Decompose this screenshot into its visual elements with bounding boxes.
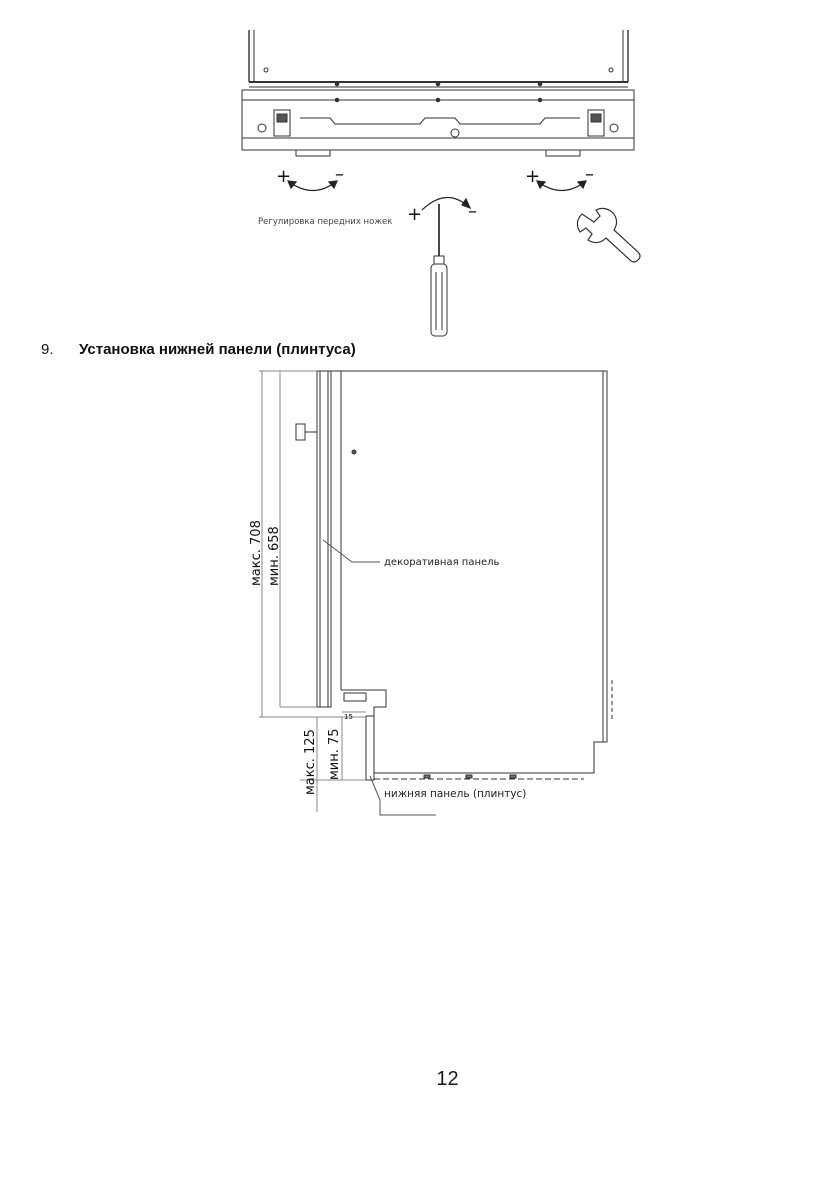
screwdriver-icon — [430, 204, 448, 337]
wrench-icon — [576, 207, 641, 263]
section-title: Установка нижней панели (плинтуса) — [79, 341, 356, 358]
dimension-max-plinth: макс. 125 — [303, 729, 318, 795]
adjust-arrow-center — [421, 196, 472, 211]
adjust-arrow-left — [287, 180, 338, 192]
plus-sign-center: + — [407, 204, 422, 225]
minus-sign-right: – — [585, 164, 594, 185]
front-view-drawing — [241, 30, 635, 157]
minus-sign-left: – — [335, 164, 344, 185]
adjust-arrow-right — [536, 180, 587, 192]
dimension-max-height: макс. 708 — [249, 520, 264, 586]
section-number: 9. — [41, 341, 54, 358]
page-number: 12 — [436, 1068, 459, 1090]
section-heading: 9. Установка нижней панели (плинтуса) — [41, 341, 356, 358]
minus-sign-center: – — [468, 201, 477, 222]
plus-sign-left: + — [276, 166, 291, 187]
figure-caption-feet: Регулировка передних ножек — [258, 217, 392, 227]
side-section-drawing — [259, 370, 613, 816]
plus-sign-right: + — [525, 166, 540, 187]
dimension-min-height: мин. 658 — [267, 526, 282, 586]
callout-plinth-panel: нижняя панель (плинтус) — [384, 788, 526, 800]
callout-decorative-panel: декоративная панель — [384, 557, 500, 568]
dimension-min-plinth: мин. 75 — [327, 728, 342, 780]
dimension-gap: 15 — [344, 713, 353, 721]
